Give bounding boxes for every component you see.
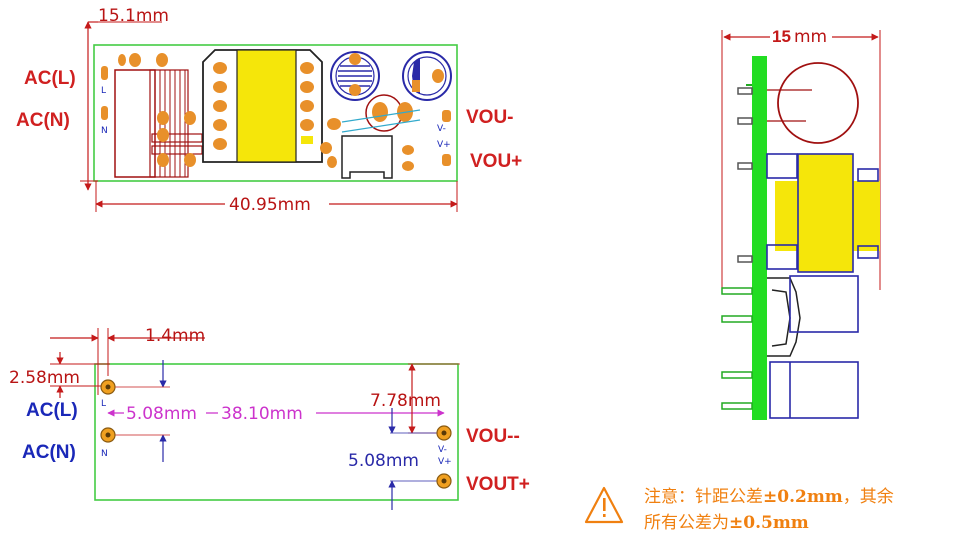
transformer-top (202, 49, 323, 163)
output-section-top (320, 80, 421, 179)
side-capacitor (777, 62, 859, 144)
side-view: 15 mm (721, 26, 881, 420)
top-label-ac-l: AC(L) (24, 68, 76, 89)
pad (442, 110, 451, 122)
bottom-dim-pin-offset-y: 2.58mm (9, 368, 80, 388)
note-line2-b: ±0.5mm (729, 513, 809, 533)
side-dim-width: 15 (772, 27, 791, 46)
coil-bar (151, 145, 203, 155)
side-transformer (766, 153, 880, 273)
pad (442, 154, 451, 166)
top-silk-n: N (101, 126, 108, 136)
bottom-dim-pin-span: 38.10mm (221, 404, 303, 424)
top-silk-vplus: V+ (437, 140, 451, 150)
top-dim-height: 15.1mm (98, 6, 169, 26)
top-label-vout-plus: VOU+ (470, 151, 522, 172)
warning-icon (584, 486, 624, 524)
pad (101, 66, 108, 80)
side-output-cap (769, 361, 859, 419)
side-pcb (752, 56, 767, 420)
bottom-silk-l: L (101, 399, 106, 409)
bottom-dim-ac-pitch: 5.08mm (126, 404, 197, 424)
top-label-vout-minus: VOU- (466, 107, 514, 128)
top-silk-vminus: V- (437, 124, 446, 134)
bottom-label-vout-plus: VOUT+ (466, 474, 530, 495)
note-line1-b: ±0.2mm (763, 487, 843, 507)
bottom-view: 1.4mm 2.58mm 5.08mm 38.10mm 7.78mm 5.08m… (9, 326, 530, 510)
note-line1-c: ，其余 (843, 487, 894, 507)
bottom-dim-pin-offset-x: 1.4mm (145, 326, 205, 346)
note-line2-a: 所有公差为 (644, 513, 729, 533)
capacitor-2-top (402, 51, 452, 101)
bottom-silk-vplus: V+ (438, 457, 452, 467)
top-board-outline (93, 44, 458, 182)
capacitor-1-top (330, 51, 380, 101)
bottom-label-ac-l: AC(L) (26, 400, 78, 421)
bottom-dim-out-pitch: 5.08mm (348, 451, 419, 471)
top-view: 15.1mm 40.95mm AC(L) AC(N) L N (16, 6, 522, 215)
coil-bar (151, 133, 203, 143)
top-label-ac-n: AC(N) (16, 110, 70, 131)
bottom-label-ac-n: AC(N) (22, 442, 76, 463)
pad (101, 106, 108, 120)
bottom-silk-n: N (101, 449, 108, 459)
side-regulator (767, 277, 801, 357)
bottom-silk-vminus: V- (438, 445, 447, 455)
bottom-label-vout-minus: VOU-- (466, 426, 520, 447)
note-line-2: 所有公差为±0.5mm (644, 513, 809, 533)
side-dim-unit: mm (794, 27, 827, 47)
note-line1-a: 注意：针距公差 (644, 487, 763, 507)
tolerance-note: 注意：针距公差±0.2mm，其余 所有公差为±0.5mm (584, 486, 894, 533)
bottom-board-outline (94, 363, 459, 501)
input-filter-body (114, 69, 156, 178)
bottom-dim-out-offset: 7.78mm (370, 391, 441, 411)
side-component-box (789, 275, 859, 333)
note-line-1: 注意：针距公差±0.2mm，其余 (644, 487, 894, 507)
top-silk-l: L (101, 86, 106, 96)
top-dim-length: 40.95mm (229, 195, 311, 215)
